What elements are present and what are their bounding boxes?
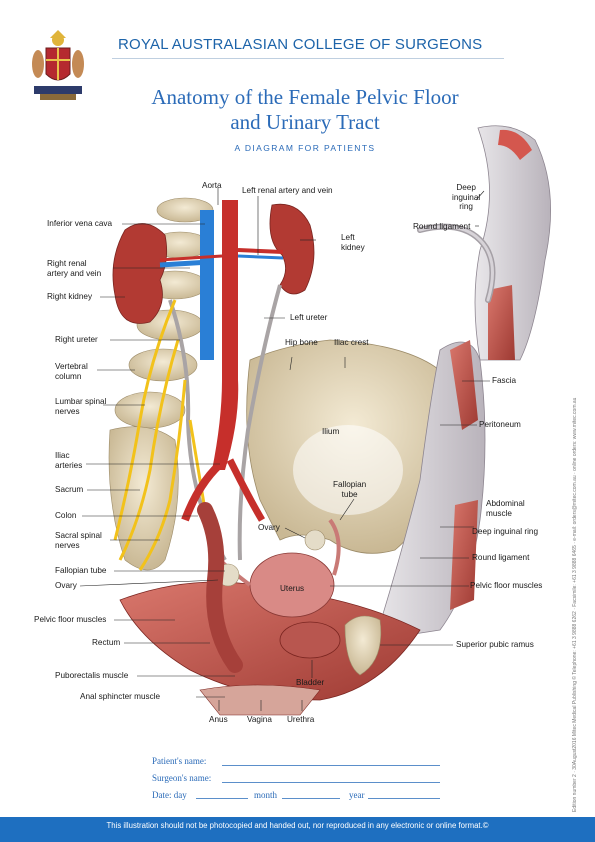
inguinal-ring-inset xyxy=(417,125,551,361)
label-leader-lines xyxy=(79,188,490,711)
date-month-field[interactable] xyxy=(282,798,340,799)
label-peritoneum: Peritoneum xyxy=(479,420,521,429)
label-deep-inguinal-ring: Deep inguinal ring xyxy=(472,527,538,536)
label-aorta: Aorta xyxy=(202,181,222,190)
label-sacrum: Sacrum xyxy=(55,485,84,494)
label-fallopian-tube-left: Fallopian tube xyxy=(55,566,107,575)
left-ureter-tube xyxy=(237,284,282,561)
date-year-field[interactable] xyxy=(368,798,440,799)
label-bladder: Bladder xyxy=(296,678,325,687)
patient-name-field[interactable] xyxy=(222,765,440,766)
label-abdominal-muscle: Abdominal muscle xyxy=(486,499,525,518)
label-hip-bone: Hip bone xyxy=(285,338,318,347)
label-inferior-vena-cava: Inferior vena cava xyxy=(47,219,113,228)
label-vagina: Vagina xyxy=(247,715,272,724)
label-right-renal-artery-vein: Right renal artery and vein xyxy=(47,259,102,278)
college-crest-logo xyxy=(32,30,84,100)
bladder-shape xyxy=(279,621,341,659)
label-left-renal-artery-vein: Left renal artery and vein xyxy=(242,186,333,195)
label-pelvic-floor-muscles-left: Pelvic floor muscles xyxy=(34,615,107,624)
label-colon: Colon xyxy=(55,511,77,520)
aorta-vessel xyxy=(212,200,239,470)
label-round-ligament: Round ligament xyxy=(472,553,530,562)
left-kidney-shape xyxy=(269,203,315,295)
label-ilium: Ilium xyxy=(322,427,340,436)
label-left-kidney: Left kidney xyxy=(341,233,365,252)
label-puborectalis-muscle: Puborectalis muscle xyxy=(55,671,129,680)
label-ovary-left: Ovary xyxy=(55,581,77,590)
label-right-kidney: Right kidney xyxy=(47,292,93,301)
date-day-field[interactable] xyxy=(196,798,248,799)
label-anal-sphincter-muscle: Anal sphincter muscle xyxy=(80,692,161,701)
label-left-ureter: Left ureter xyxy=(290,313,328,322)
label-round-ligament-inset: Round ligament xyxy=(413,222,471,231)
label-deep-inguinal-ring-inset: Deep inguinal ring xyxy=(452,183,481,211)
label-rectum: Rectum xyxy=(92,638,121,647)
date-year-label: year xyxy=(349,790,365,800)
label-iliac-arteries: Iliac arteries xyxy=(55,451,83,470)
label-fascia: Fascia xyxy=(492,376,517,385)
title-line-1: Anatomy of the Female Pelvic Floor xyxy=(151,85,459,109)
footer-notice: This illustration should not be photocop… xyxy=(106,821,489,830)
college-name: ROYAL AUSTRALASIAN COLLEGE OF SURGEONS xyxy=(118,36,483,53)
label-urethra: Urethra xyxy=(287,715,315,724)
label-sacral-spinal-nerves: Sacral spinal nerves xyxy=(55,531,102,550)
label-ovary-right: Ovary xyxy=(258,523,280,532)
label-anus: Anus xyxy=(209,715,228,724)
date-month-label: month xyxy=(254,790,278,800)
subtitle: A DIAGRAM FOR PATIENTS xyxy=(234,143,376,153)
label-right-ureter: Right ureter xyxy=(55,335,98,344)
edition-side-text: Edition number 2 · 30August2016 Mitec Me… xyxy=(572,397,578,812)
title-line-2: and Urinary Tract xyxy=(230,110,380,134)
right-kidney-shape xyxy=(112,223,168,324)
footer-bar: This illustration should not be photocop… xyxy=(0,817,595,842)
date-day-label: Date: day xyxy=(152,790,187,800)
label-superior-pubic-ramus: Superior pubic ramus xyxy=(456,640,534,649)
label-vertebral-column: Vertebral column xyxy=(55,362,88,381)
surgeon-name-field[interactable] xyxy=(222,782,440,783)
surgeon-name-label: Surgeon's name: xyxy=(152,773,212,783)
label-fallopian-tube-right: Fallopian tube xyxy=(333,480,367,499)
label-iliac-crest: Iliac crest xyxy=(334,338,369,347)
header-divider xyxy=(112,58,504,59)
label-lumbar-spinal-nerves: Lumbar spinal nerves xyxy=(55,397,107,416)
patient-name-label: Patient's name: xyxy=(152,756,207,766)
vena-cava-vessel xyxy=(200,210,214,360)
label-pelvic-floor-muscles-right: Pelvic floor muscles xyxy=(470,581,543,590)
label-uterus: Uterus xyxy=(280,584,305,593)
